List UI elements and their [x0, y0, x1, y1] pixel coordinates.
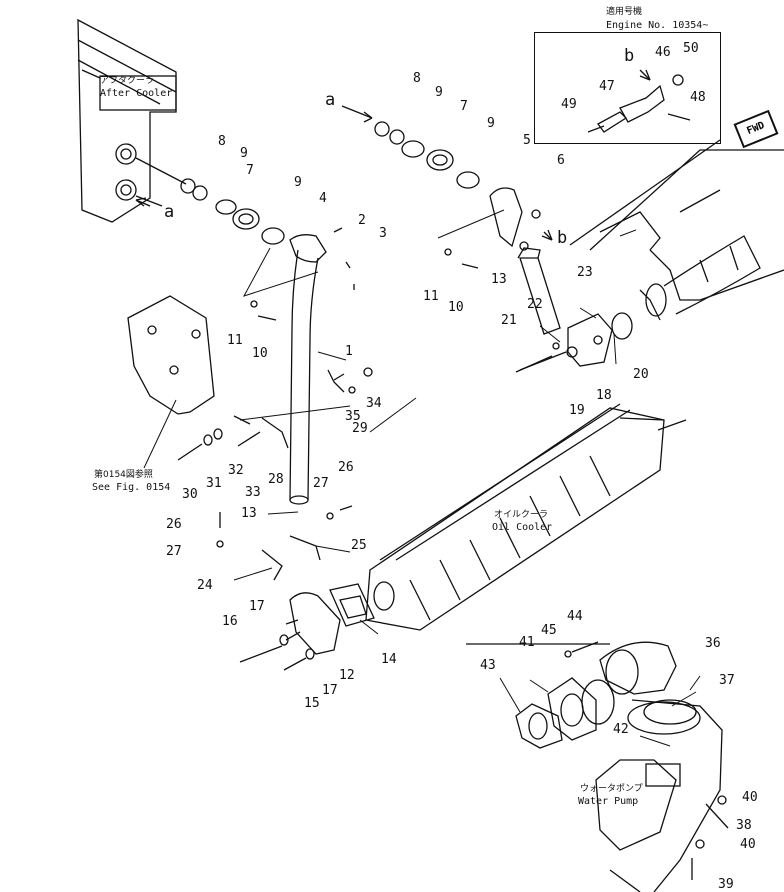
part-number-26-b: 26	[166, 517, 182, 532]
part-number-2: 2	[358, 213, 366, 228]
part-number-48: 48	[690, 90, 706, 105]
part-number-40-b: 40	[740, 837, 756, 852]
part-number-28: 28	[268, 472, 284, 487]
elbow-5	[489, 187, 561, 335]
part-number-17-a: 17	[249, 599, 265, 614]
pipe-1	[289, 234, 327, 505]
after-cooler-label: After Cooler	[100, 88, 173, 99]
part-number-44: 44	[567, 609, 583, 624]
part-number-7-left: 7	[246, 163, 254, 178]
part-number-37: 37	[719, 673, 735, 688]
gasket-group-left	[180, 178, 285, 245]
inset-frame	[534, 32, 721, 144]
ref-letter-a-top: a	[325, 90, 336, 110]
part-number-22: 22	[527, 297, 543, 312]
part-number-6: 6	[557, 153, 565, 168]
part-number-47: 47	[599, 79, 615, 94]
part-number-25: 25	[351, 538, 367, 553]
part-number-14: 14	[381, 652, 397, 667]
part-number-15: 15	[304, 696, 320, 711]
part-number-3: 3	[379, 226, 387, 241]
part-number-7-top: 7	[460, 99, 468, 114]
oil-cooler-label-jp: オイルクーラ	[494, 510, 549, 520]
part-number-31: 31	[206, 476, 222, 491]
inset-parts	[587, 74, 691, 133]
part-number-35: 35	[345, 409, 361, 424]
part-number-13-left: 13	[241, 506, 257, 521]
water-pump	[595, 699, 723, 892]
part-number-40-a: 40	[742, 790, 758, 805]
part-number-9-top-b: 9	[487, 116, 495, 131]
part-number-9-top-a: 9	[435, 85, 443, 100]
ref-letter-a-left: a	[164, 202, 175, 222]
part-number-39: 39	[718, 877, 734, 892]
ref-letter-b-inset: b	[624, 46, 635, 66]
engine-number-label: Engine No. 10354~	[606, 20, 709, 31]
part-number-34: 34	[366, 396, 382, 411]
after-cooler-label-jp: アフタクーラ	[100, 76, 155, 86]
part-number-10-left: 10	[252, 346, 268, 361]
thermostat-housing	[519, 312, 633, 371]
reference-arrows	[135, 69, 651, 241]
part-number-4: 4	[319, 191, 327, 206]
part-number-18: 18	[596, 388, 612, 403]
part-number-10-right: 10	[448, 300, 464, 315]
after-cooler-housing	[77, 18, 187, 223]
part-number-24: 24	[197, 578, 213, 593]
see-fig-label: See Fig. 0154	[92, 482, 171, 493]
part-number-43: 43	[480, 658, 496, 673]
part-number-16: 16	[222, 614, 238, 629]
part-number-23: 23	[577, 265, 593, 280]
part-number-9-left-b: 9	[294, 175, 302, 190]
water-connection-parts	[466, 641, 697, 749]
part-number-21: 21	[501, 313, 517, 328]
water-pump-label-jp: ウォータポンプ	[580, 784, 643, 794]
part-number-46: 46	[655, 45, 671, 60]
connector-12	[285, 583, 375, 655]
part-number-9-left-a: 9	[240, 146, 248, 161]
part-number-12: 12	[339, 668, 355, 683]
part-number-17-b: 17	[322, 683, 338, 698]
part-number-11-right: 11	[423, 289, 439, 304]
part-number-32: 32	[228, 463, 244, 478]
water-pump-label: Water Pump	[578, 796, 639, 807]
gasket-group-top	[374, 121, 480, 189]
fasteners	[177, 227, 729, 880]
applicability-label-jp: 適用号機	[606, 7, 643, 17]
see-fig-label-jp: 第0154図参照	[94, 470, 153, 480]
part-number-27-a: 27	[313, 476, 329, 491]
part-number-36: 36	[705, 636, 721, 651]
part-number-38: 38	[736, 818, 752, 833]
part-number-1: 1	[345, 344, 353, 359]
part-number-26-a: 26	[338, 460, 354, 475]
part-number-33: 33	[245, 485, 261, 500]
part-number-41: 41	[519, 635, 535, 650]
part-number-27-b: 27	[166, 544, 182, 559]
part-number-42: 42	[613, 722, 629, 737]
oil-cooler-label: Oil Cooler	[492, 522, 553, 533]
part-number-49: 49	[561, 97, 577, 112]
part-number-11-left: 11	[227, 333, 243, 348]
ref-letter-b-mid: b	[557, 228, 568, 248]
part-number-30: 30	[182, 487, 198, 502]
part-number-13-right: 13	[491, 272, 507, 287]
leader-lines	[143, 209, 701, 747]
part-number-45: 45	[541, 623, 557, 638]
oil-cooler-body	[365, 403, 687, 631]
part-number-20: 20	[633, 367, 649, 382]
part-number-8-top: 8	[413, 71, 421, 86]
bracket-plate	[127, 295, 215, 415]
part-number-50: 50	[683, 41, 699, 56]
part-number-8-left: 8	[218, 134, 226, 149]
engine-body-right	[569, 139, 784, 321]
part-number-19: 19	[569, 403, 585, 418]
part-number-29: 29	[352, 421, 368, 436]
part-number-5: 5	[523, 133, 531, 148]
